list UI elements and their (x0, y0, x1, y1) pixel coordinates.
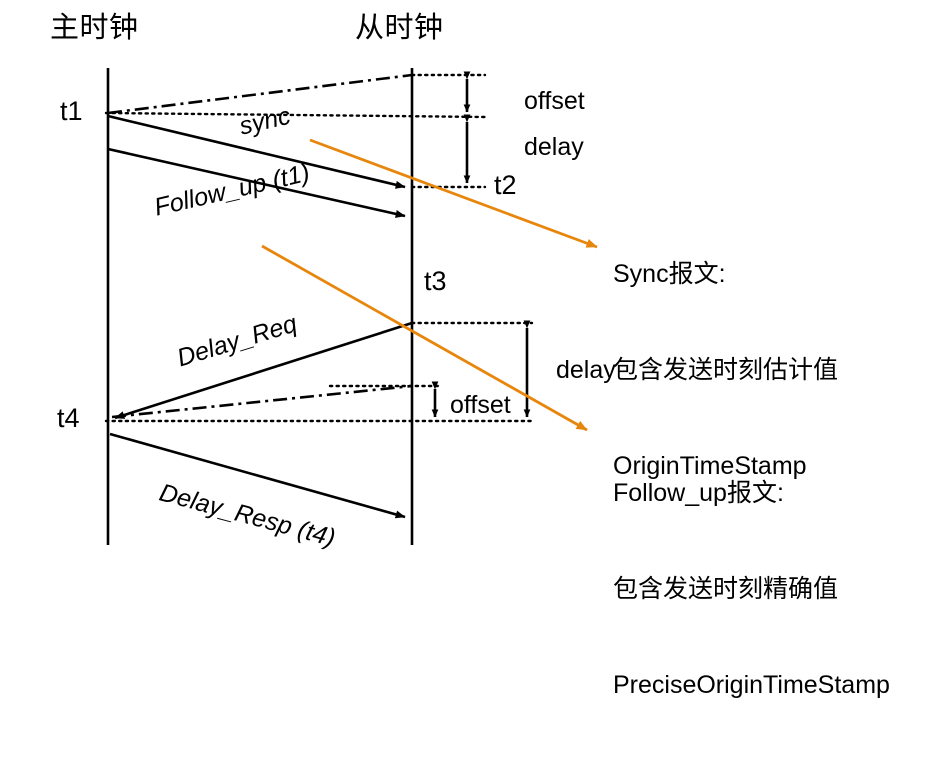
callout-line-sync (309, 138, 598, 249)
bracket-label-delay-top: delay (524, 133, 584, 161)
ptp-sequence-diagram: 主时钟 从时钟 t1 t2 t3 t4 sync Follow_up (t1) … (50, 12, 890, 700)
note-sync-line-3: OriginTimeStamp (613, 452, 807, 480)
note-sync-line-1: Sync报文: (613, 260, 726, 288)
lifeline-label-slave: 从时钟 (355, 12, 444, 44)
skew-line-lower (111, 384, 413, 419)
message-arrow-delay-req (114, 321, 413, 420)
timestamp-label-t2: t2 (494, 170, 517, 200)
message-arrow-sync (107, 114, 406, 189)
ref-dotted-t1 (104, 111, 487, 119)
note-sync-line-2: 包含发送时刻估计值 (613, 356, 839, 384)
timestamp-label-t4: t4 (57, 403, 80, 433)
message-arrow-delay-resp (109, 432, 406, 519)
bracket-label-delay-bottom: delay (556, 356, 616, 384)
lifeline-label-master: 主时钟 (50, 12, 139, 44)
diagram-canvas (104, 68, 598, 545)
bracket-label-offset-top: offset (524, 87, 585, 115)
message-arrow-follow-up (107, 147, 406, 218)
timestamp-label-t1: t1 (60, 96, 83, 126)
timestamp-label-t3: t3 (424, 266, 447, 296)
skew-line-upper (107, 73, 413, 115)
callout-line-follow-up (261, 244, 588, 432)
note-follow-up-message: Follow_up报文: 包含发送时刻精确值 PreciseOriginTime… (613, 413, 890, 765)
note-follow-up-line-2: 包含发送时刻精确值 (613, 575, 839, 603)
note-follow-up-line-1: Follow_up报文: (613, 479, 784, 507)
note-sync-message: Sync报文: 包含发送时刻估计值 OriginTimeStamp (613, 194, 838, 546)
note-follow-up-line-3: PreciseOriginTimeStamp (613, 671, 890, 699)
bracket-label-offset-bottom: offset (450, 391, 511, 419)
